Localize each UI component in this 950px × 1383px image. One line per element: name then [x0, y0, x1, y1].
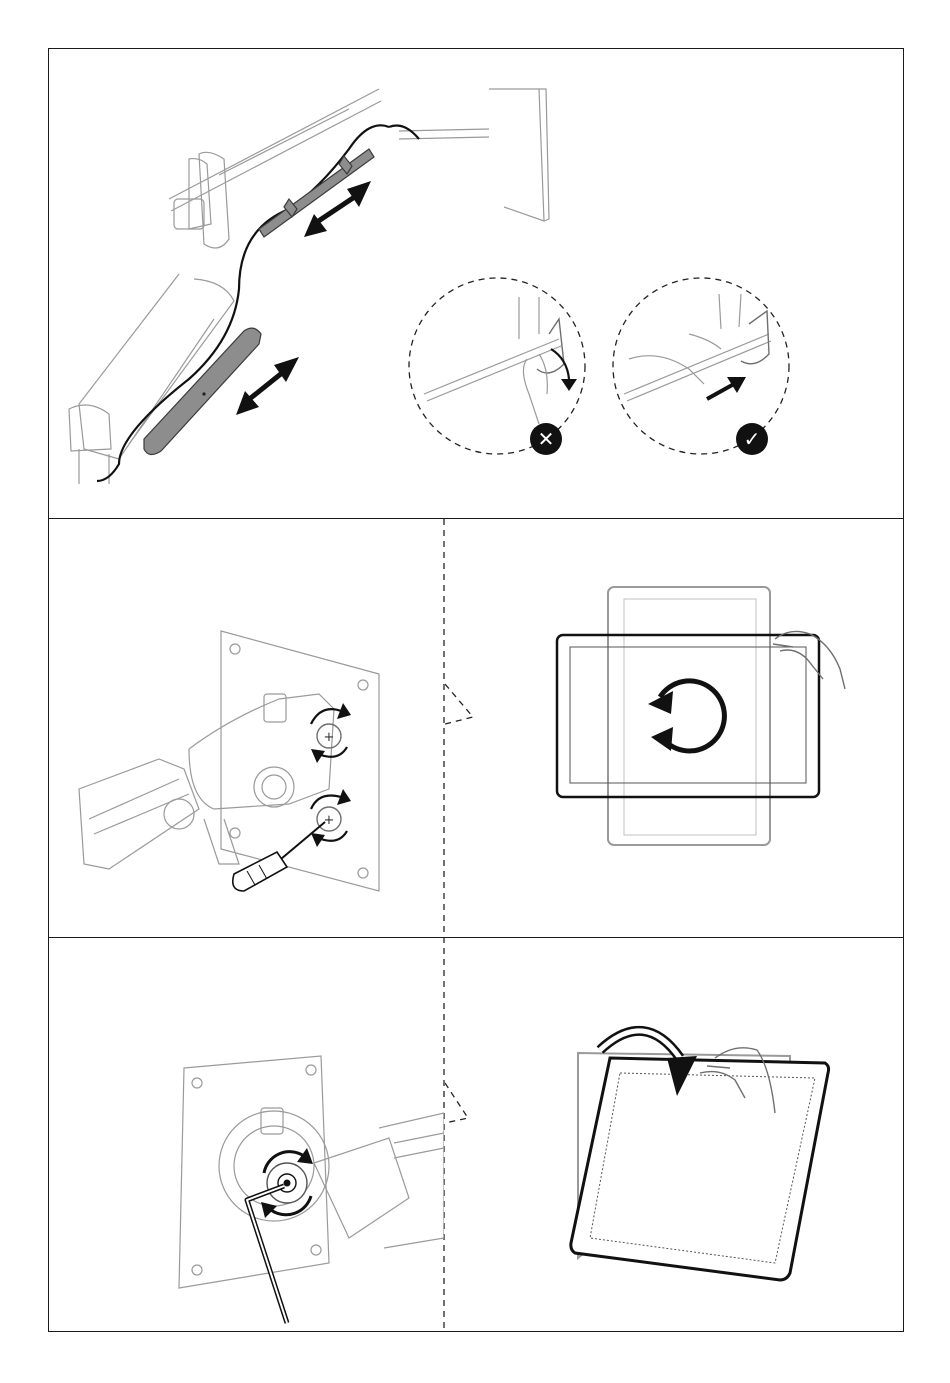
wrong-badge-text: ✕ [538, 427, 555, 451]
monitor-portrait-ghost [608, 587, 770, 845]
panel-cable-cover: ✕ ✓ [49, 49, 903, 517]
leader-line [445, 1083, 468, 1123]
detail-wrong: ✕ [409, 278, 585, 455]
cable-cover-icon [144, 328, 261, 454]
double-arrow-icon [236, 357, 299, 415]
detail-correct: ✓ [613, 278, 789, 455]
cable-end [389, 126, 419, 140]
panel-tension-bolt [49, 938, 444, 1331]
leader-line [445, 684, 473, 724]
hand-icon [773, 631, 845, 689]
rotate-cycle-icon [648, 681, 724, 751]
monitor-tilted [571, 1058, 829, 1280]
correct-badge-text: ✓ [744, 427, 761, 451]
panel-vesa-tilt-screws: + + [49, 519, 444, 936]
monitor-edge [399, 89, 549, 221]
bolt-icon [284, 1180, 291, 1187]
panel-screen-rotation [445, 519, 903, 936]
screw-head-icon: + [324, 813, 335, 828]
screw-head-icon: + [324, 730, 335, 745]
panel-screen-tilt [445, 938, 903, 1331]
screwdriver-icon [233, 822, 325, 891]
monitor-landscape [557, 635, 819, 797]
